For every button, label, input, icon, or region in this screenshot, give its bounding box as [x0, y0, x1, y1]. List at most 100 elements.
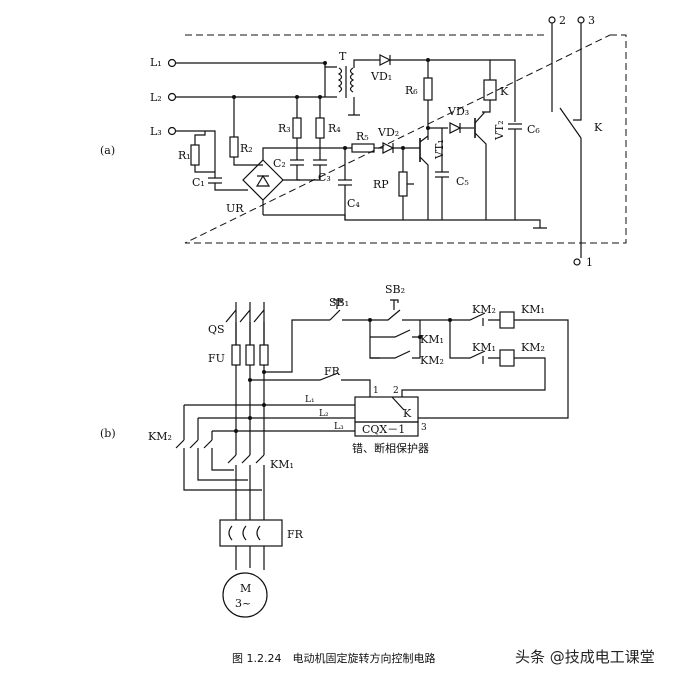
terminal-2 — [548, 16, 556, 24]
interlock-km2-icon — [450, 312, 500, 321]
fr-overload-contact-icon — [250, 372, 371, 397]
diode-vd1-label: VD₁ — [370, 70, 392, 83]
resistor-r2-icon — [229, 136, 239, 158]
resistor-r5-label: R₅ — [356, 130, 369, 143]
main-contacts-km2-icon — [175, 439, 213, 449]
potentiometer-rp-icon — [398, 171, 408, 197]
panel-a-label: (a) — [100, 144, 115, 157]
fuse-fu3-icon — [259, 344, 269, 366]
ground-icon — [348, 97, 360, 116]
protector-cqx1-label-box — [354, 421, 419, 437]
main-contacts-km2-label: KM₂ — [148, 430, 172, 443]
start-button-sb2-icon[interactable] — [370, 299, 401, 321]
resistor-r4-label: R₄ — [328, 122, 341, 135]
input-l1-terminal — [167, 58, 177, 68]
sense-l1-label: L₁ — [305, 395, 315, 405]
thermal-elements-icon — [228, 525, 261, 541]
interlock-km1-icon — [449, 320, 500, 359]
pin-3-label: 3 — [421, 423, 427, 433]
fuse-fu1-icon — [231, 344, 241, 366]
resistor-r5-icon — [351, 143, 375, 153]
diode-vd2-icon — [382, 142, 395, 154]
common-ground-line — [263, 214, 547, 229]
capacitor-c2-label: C₂ — [273, 157, 286, 170]
main-contacts-km1-label: KM₁ — [270, 458, 294, 471]
capacitor-c1-label: C₁ — [192, 176, 205, 189]
watermark: 头条 @技成电工课堂 — [515, 648, 655, 666]
input-l3-terminal — [167, 126, 177, 136]
capacitor-c3-label: C₃ — [318, 171, 331, 184]
resistor-r3-label: R₃ — [278, 122, 291, 135]
coil-km2-label: KM₂ — [521, 341, 545, 354]
capacitor-c6-label: C₆ — [527, 123, 540, 136]
transformer-t-label: T — [339, 50, 347, 63]
transformer-secondary-icon — [349, 67, 355, 93]
diode-vd3-icon — [449, 122, 462, 134]
potentiometer-rp-label: RP — [373, 178, 389, 191]
disconnect-switch-qs-icon — [225, 309, 265, 323]
figure-caption: 图 1.2.24 电动机固定旋转方向控制电路 — [232, 651, 435, 665]
pin-1-label: 1 — [373, 386, 379, 396]
rectifier-ur-label: UR — [226, 202, 244, 215]
sense-l3-label: L₃ — [334, 422, 344, 432]
thermal-relay-fr-box — [219, 519, 283, 547]
input-l1-label: L₁ — [150, 56, 162, 69]
motor-m-icon — [222, 572, 268, 618]
main-contacts-km1-icon — [227, 454, 265, 464]
panel-b-label: (b) — [100, 427, 116, 440]
pin-2-label: 2 — [393, 386, 399, 396]
resistor-r4-icon — [315, 117, 325, 139]
protector-name-label: 错、断相保护器 — [352, 441, 429, 455]
coil-km2-icon — [499, 349, 515, 367]
resistor-r3-icon — [292, 117, 302, 139]
relay-k-coil-label: K — [500, 85, 509, 98]
protector-model-label: CQX－1 — [362, 423, 405, 436]
terminal-3-label: 3 — [588, 14, 595, 27]
sb1-label: SB₁ — [329, 296, 349, 309]
control-supply-wire — [264, 319, 330, 373]
terminal-1-label: 1 — [586, 256, 593, 269]
resistor-r1-label: R₁ — [178, 149, 191, 162]
resistor-r6-label: R₆ — [405, 84, 418, 97]
diagram-a: (a) L₁ L₂ L₃ T VD₁ R₆ — [100, 14, 627, 269]
transformer-primary-icon — [337, 67, 343, 93]
protector-k-contact-icon — [391, 396, 405, 411]
capacitor-c4-label: C₄ — [347, 197, 360, 210]
input-l2-terminal — [167, 92, 177, 102]
l3-wire — [176, 130, 216, 172]
hold-contact-km1-icon — [370, 320, 421, 338]
enclosure-outline — [184, 34, 627, 244]
fuse-fu2-icon — [245, 344, 255, 366]
relay-k-coil-icon — [483, 79, 497, 101]
fr-contact-label: FR — [324, 365, 341, 378]
diagram-b: (b) QS FU SB₁ SB₂ KM₁ KM₂ KM₂ — [100, 283, 569, 618]
input-l2-label: L₂ — [150, 91, 162, 104]
terminal-3 — [577, 16, 585, 24]
resistor-r6-icon — [423, 77, 433, 101]
relay-k-contact-label: K — [594, 121, 603, 134]
hold-contact-km2-label: KM₂ — [420, 354, 444, 367]
coil-km1-label: KM₁ — [521, 303, 545, 316]
hold-contact-km1-label: KM₁ — [420, 333, 444, 346]
relay-k-contact-icon — [559, 107, 582, 139]
terminal-1 — [573, 258, 581, 266]
stop-button-sb1-icon[interactable] — [329, 299, 342, 321]
qs-label: QS — [208, 323, 225, 336]
motor-label: M — [240, 582, 251, 595]
thermal-relay-fr-label: FR — [287, 528, 304, 541]
sense-l2-label: L₂ — [319, 409, 329, 419]
l2-wire — [176, 63, 337, 98]
interlock-km1-label: KM₁ — [472, 341, 496, 354]
protector-k-label: K — [403, 407, 412, 420]
l1-wire — [176, 62, 337, 68]
interlock-km2-label: KM₂ — [472, 303, 496, 316]
diode-vd2-label: VD₂ — [377, 126, 399, 139]
terminal-2-label: 2 — [559, 14, 566, 27]
fu-label: FU — [208, 352, 225, 365]
diode-vd1-icon — [379, 54, 392, 66]
coil-km1-icon — [499, 311, 515, 329]
transistor-vt1-label: VT₁ — [433, 139, 446, 160]
diode-vd3-label: VD₃ — [447, 105, 469, 118]
